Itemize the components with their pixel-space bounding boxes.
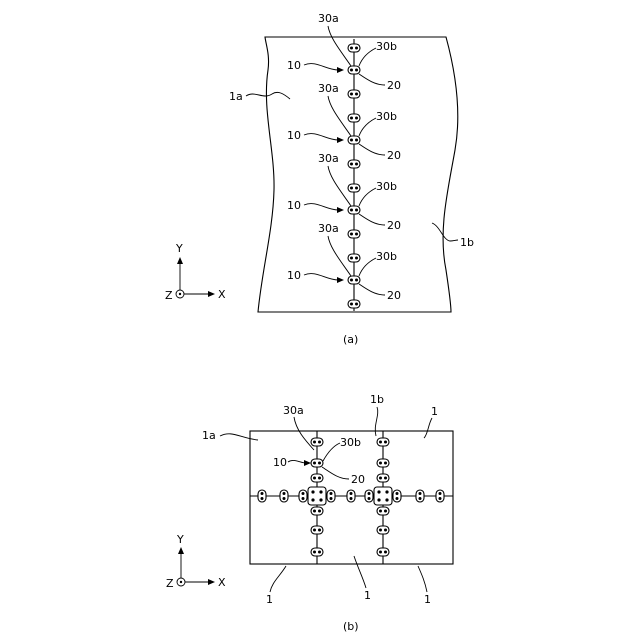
- spacer-pill: [348, 254, 360, 262]
- axis-b-label-x: X: [218, 576, 226, 589]
- axis-b-label-z: Z: [166, 577, 174, 590]
- leader-1a: [246, 92, 290, 99]
- connector-group: 30a 30b 10 20: [287, 152, 401, 238]
- axis-indicator-b: Y X Z: [166, 533, 226, 590]
- sheet-label-1b: 1b: [460, 236, 474, 249]
- ref-30b: 30b: [376, 250, 397, 263]
- spacer-pill: [348, 44, 360, 52]
- ref-10: 10: [287, 269, 301, 282]
- horizontal-joint-pill: [327, 490, 335, 502]
- spacer-pill: [348, 184, 360, 192]
- ref-20: 20: [387, 289, 401, 302]
- vertical-joint-pill: [311, 459, 323, 467]
- vertical-joint-pill: [311, 526, 323, 534]
- label-b-30a: 30a: [283, 404, 304, 417]
- ref-10: 10: [287, 129, 301, 142]
- ref-30a: 30a: [318, 12, 339, 25]
- connector-group: 30a 30b 10 20: [287, 82, 401, 168]
- vertical-joint-pill: [377, 459, 389, 467]
- cross-cluster: [308, 487, 326, 505]
- spacer-pill: [348, 90, 360, 98]
- horizontal-joint-pill: [436, 490, 444, 502]
- vertical-joint-pill: [377, 548, 389, 556]
- ref-10: 10: [287, 199, 301, 212]
- connector-groups-a: 30a 30b 10 20 30a 30b 10 20 30a 30b 10 20 30a 30b 10 20: [287, 12, 401, 308]
- horizontal-joint-pill: [416, 490, 424, 502]
- spacer-pill: [348, 300, 360, 308]
- joint-pill: [348, 276, 360, 284]
- ref-20: 20: [387, 79, 401, 92]
- ref-30b: 30b: [376, 110, 397, 123]
- horizontal-joint-pill: [365, 490, 373, 502]
- vertical-joint-pill: [377, 474, 389, 482]
- label-b-1-top: 1: [431, 405, 438, 418]
- axis-label-y: Y: [175, 242, 183, 255]
- connector-group: 30a 30b 10 20: [287, 12, 401, 98]
- connector-group: 30a 30b 10 20: [287, 222, 401, 308]
- ref-30a: 30a: [318, 222, 339, 235]
- axis-label-x: X: [218, 288, 226, 301]
- vertical-joint-pill: [377, 526, 389, 534]
- label-b-1-br: 1: [424, 593, 431, 606]
- sheet-label-1a: 1a: [229, 90, 243, 103]
- leader-b-1b: [375, 407, 378, 436]
- label-b-1b: 1b: [370, 393, 384, 406]
- cross-cluster: [374, 487, 392, 505]
- vertical-joint-pill: [377, 438, 389, 446]
- label-b-20: 20: [351, 473, 365, 486]
- leader-b-1a: [220, 434, 258, 440]
- label-b-10: 10: [273, 456, 287, 469]
- ref-30a: 30a: [318, 82, 339, 95]
- horizontal-joint-pill: [347, 490, 355, 502]
- vertical-joint-pill: [311, 474, 323, 482]
- joint-pill: [348, 206, 360, 214]
- vertical-joint-pill: [377, 507, 389, 515]
- spacer-pill: [348, 230, 360, 238]
- leader-1b: [432, 223, 458, 241]
- joint-pill: [348, 66, 360, 74]
- ref-30b: 30b: [376, 180, 397, 193]
- axis-label-z: Z: [165, 289, 173, 302]
- label-b-1-bc: 1: [364, 589, 371, 602]
- ref-10: 10: [287, 59, 301, 72]
- joint-pill: [348, 136, 360, 144]
- panel-a: 30a 30b 10 20 30a 30b 10 20 30a 30b 10 20 30a 30b 10 20…: [165, 12, 474, 346]
- axis-b-label-y: Y: [176, 533, 184, 546]
- vertical-joint-pill: [311, 507, 323, 515]
- horizontal-joint-pill: [299, 490, 307, 502]
- label-b-30b: 30b: [340, 436, 361, 449]
- caption-b: (b): [343, 620, 359, 633]
- spacer-pill: [348, 114, 360, 122]
- caption-a: (a): [343, 333, 358, 346]
- horizontal-joint-pill: [258, 490, 266, 502]
- axis-indicator-a: Y X Z: [165, 242, 226, 302]
- panel-b: 1a 1b 30a 30b 10 20 1 1 1 1 Y X Z: [166, 393, 453, 633]
- vertical-joint-pill: [311, 438, 323, 446]
- spacer-pill: [348, 160, 360, 168]
- ref-30b: 30b: [376, 40, 397, 53]
- label-b-1-bl: 1: [266, 593, 273, 606]
- ref-20: 20: [387, 149, 401, 162]
- ref-30a: 30a: [318, 152, 339, 165]
- vertical-joint-pill: [311, 548, 323, 556]
- horizontal-joint-pill: [393, 490, 401, 502]
- ref-20: 20: [387, 219, 401, 232]
- horizontal-joint-pill: [280, 490, 288, 502]
- label-b-1a: 1a: [202, 429, 216, 442]
